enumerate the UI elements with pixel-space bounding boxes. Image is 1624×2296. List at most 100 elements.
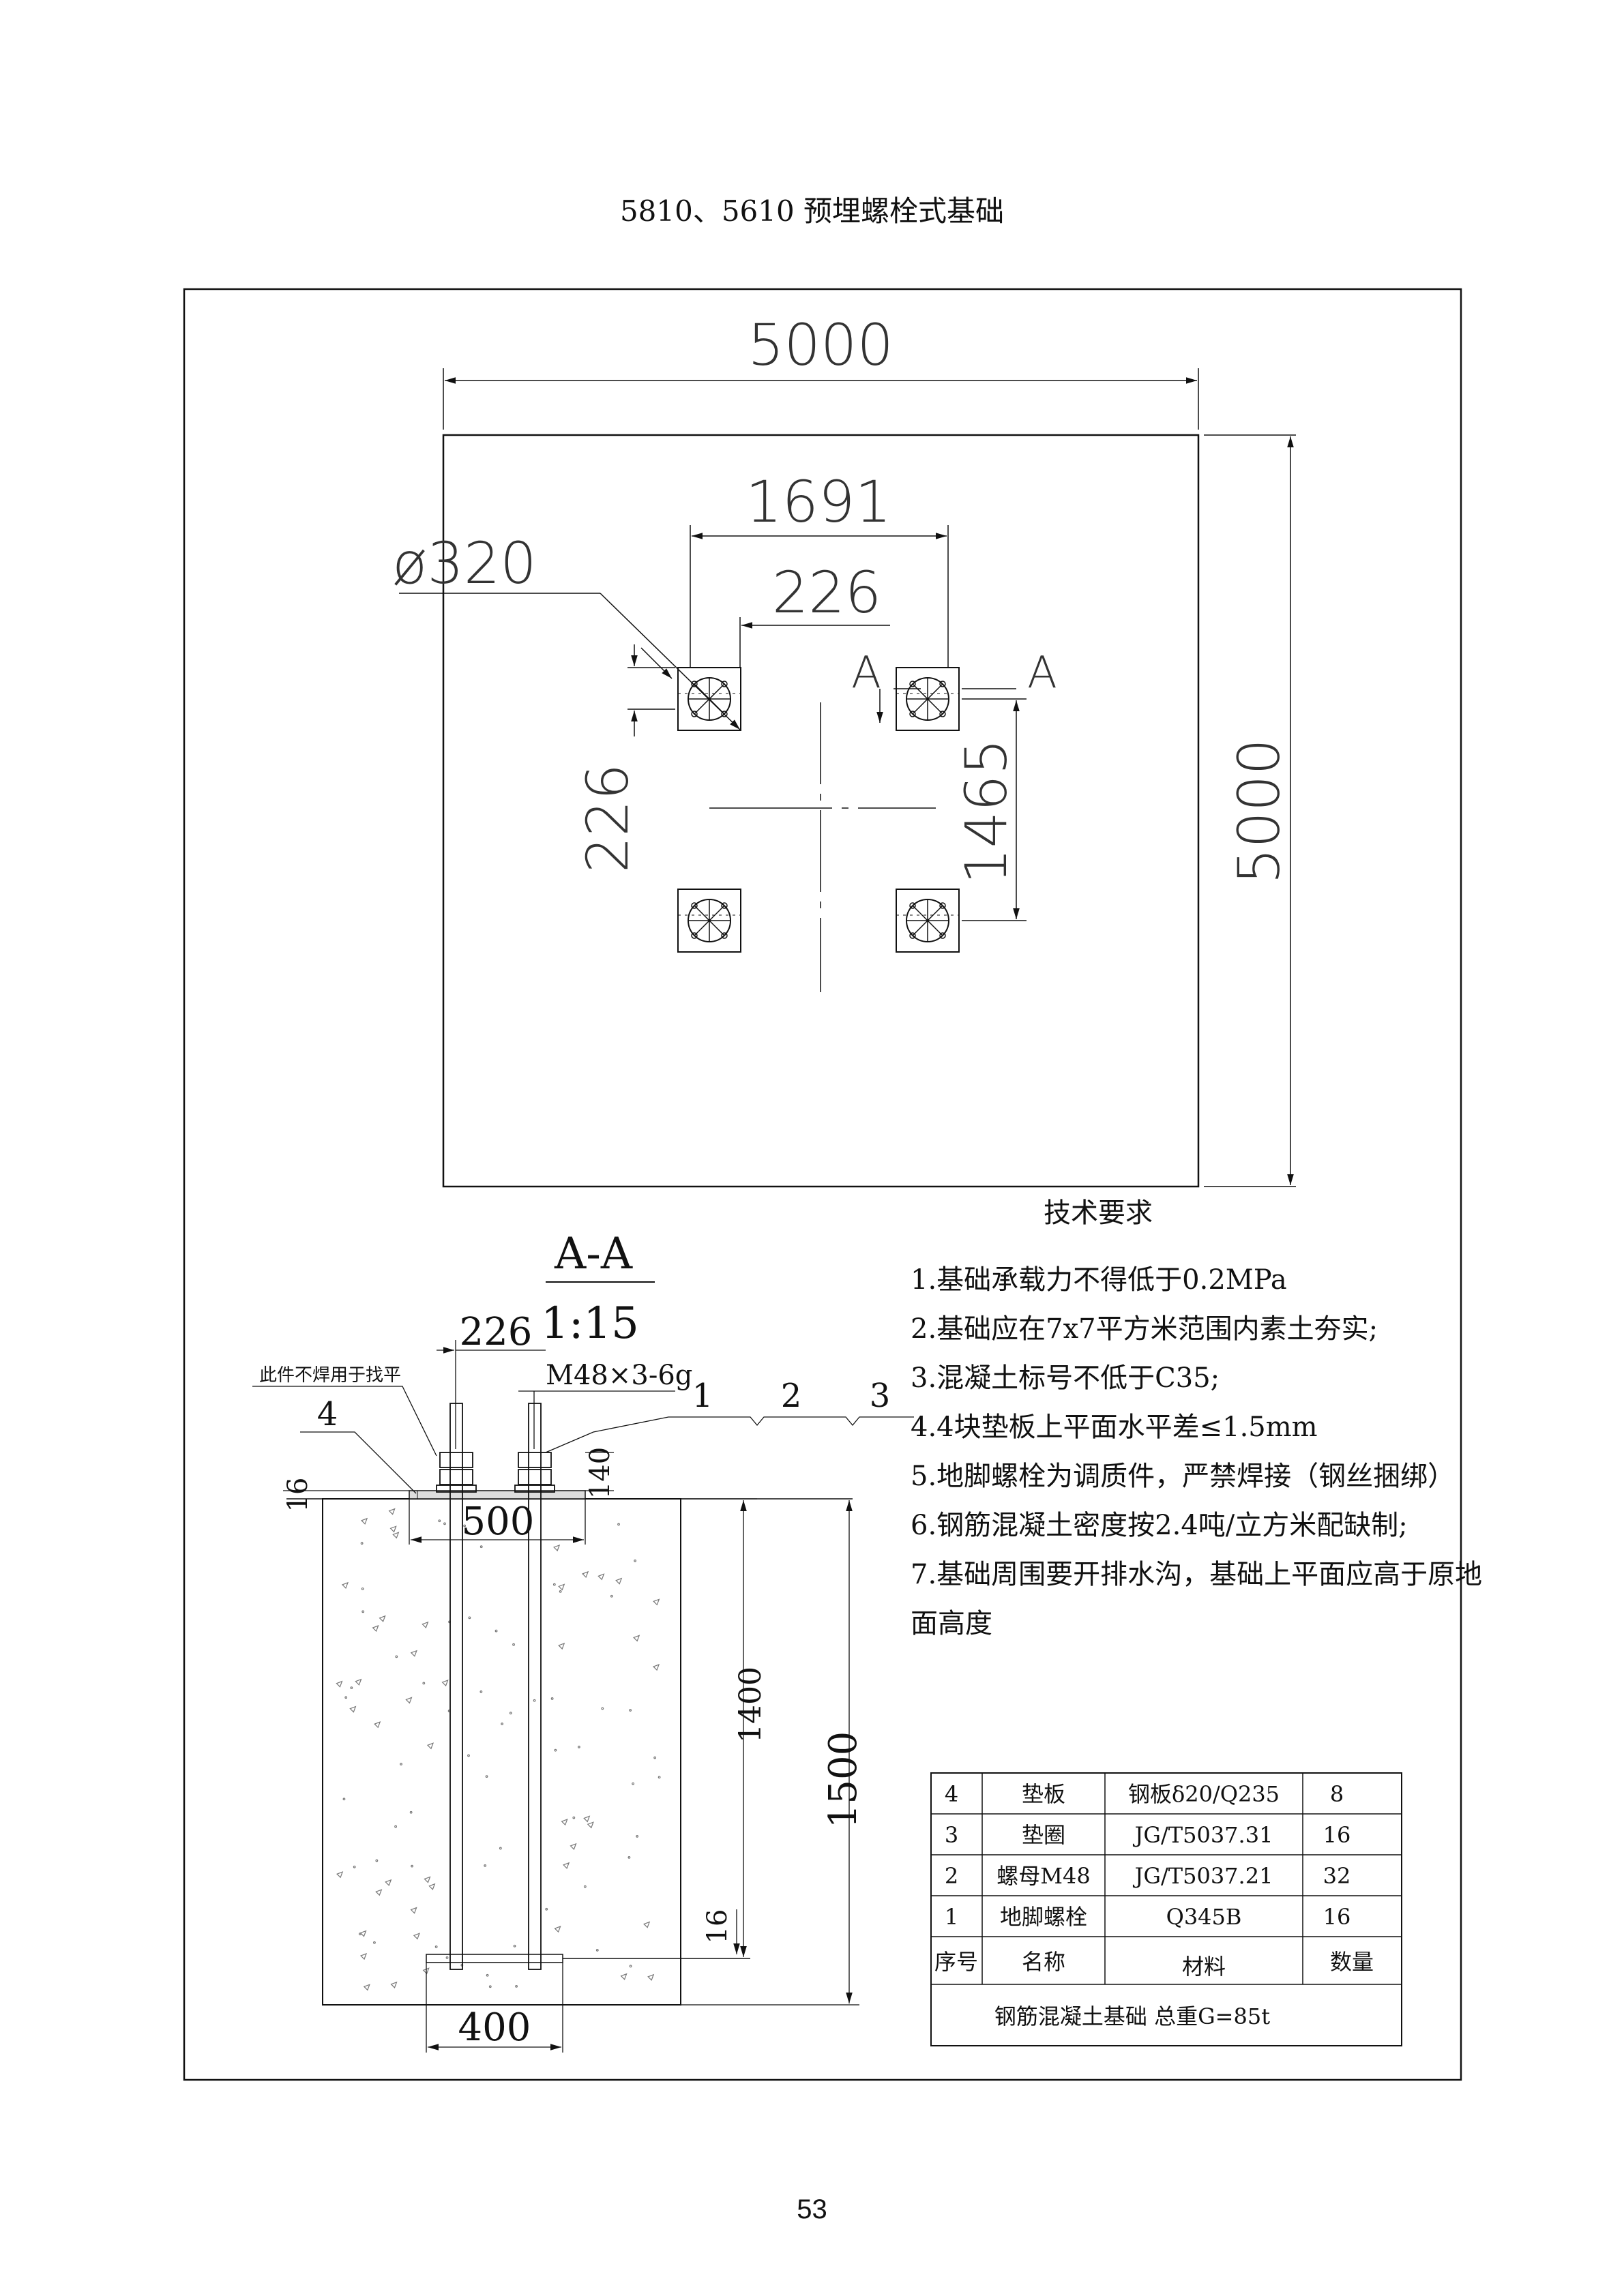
dim-400: 400 [458, 2006, 531, 2050]
concrete-dot [422, 1682, 426, 1685]
dim-16-top: 16 [282, 1478, 314, 1512]
concrete-dot [513, 1944, 516, 1948]
requirements-list: 1.基础承载力不得低于0.2MPa 2.基础应在7x7平方米范围内素土夯实; 3… [911, 1264, 1482, 1639]
anchor-bolt-left [436, 1403, 477, 1970]
concrete-dot [445, 1956, 449, 1959]
plan-view: 5000 5000 1691 226 ø320 226 [392, 312, 1296, 1188]
requirements-heading: 技术要求 [1044, 1197, 1153, 1229]
concrete-dot [353, 1865, 356, 1868]
dim-bolt-spacing: 1691 [745, 468, 891, 535]
concrete-dot [572, 1816, 576, 1819]
table-row-4-material: Q345B [1166, 1904, 1242, 1930]
concrete-dot [636, 1835, 639, 1838]
concrete-speckle [363, 1984, 370, 1991]
concrete-dot [373, 1941, 376, 1944]
section-scale: 1:15 [541, 1298, 639, 1349]
concrete-speckle [428, 1883, 436, 1890]
concrete-dot [494, 1629, 498, 1632]
table-row-3-no: 2 [945, 1863, 958, 1889]
concrete-speckle [359, 1930, 367, 1937]
concrete-speckle [336, 1680, 343, 1688]
concrete-dot [479, 1690, 483, 1693]
page-number: 53 [797, 2194, 827, 2224]
concrete-speckle [389, 1525, 397, 1533]
concrete-dot [610, 1594, 613, 1598]
concrete-dot [634, 1560, 637, 1562]
concrete-speckle [392, 1532, 400, 1539]
bolt-plate-bottom-right [896, 889, 960, 953]
dim-1400: 1400 [733, 1667, 768, 1743]
table-footer: 钢筋混凝土基础 总重G=85t [994, 2003, 1270, 2029]
concrete-dot [658, 1776, 661, 1779]
dim-plate-height: 226 [574, 764, 641, 873]
concrete-dot [395, 1655, 398, 1658]
concrete-dot [479, 1545, 483, 1549]
requirement-item-5: 5.地脚螺栓为调质件，严禁焊接（钢丝捆绑） [911, 1461, 1455, 1492]
concrete-dot [617, 1523, 620, 1526]
table-row-2-name: 垫圈 [1022, 1822, 1065, 1848]
concrete-speckle [615, 1577, 623, 1585]
concrete-speckle [336, 1871, 344, 1879]
concrete-speckle [375, 1889, 383, 1896]
concrete-speckle [561, 1819, 568, 1826]
table-row-1-material: 钢板δ20/Q235 [1128, 1781, 1280, 1807]
concrete-dot [499, 1847, 502, 1850]
dim-hole-diameter: ø320 [392, 530, 537, 597]
concrete-dot [577, 1746, 580, 1748]
concrete-speckle [410, 1650, 417, 1657]
concrete-speckle [385, 1879, 392, 1886]
concrete-dot [632, 1782, 635, 1785]
concrete-dot [550, 1697, 554, 1700]
concrete-dot [463, 1524, 467, 1527]
concrete-dot [434, 1945, 438, 1948]
concrete-speckle [355, 1678, 362, 1686]
requirement-item-2: 2.基础应在7x7平方米范围内素土夯实; [911, 1313, 1378, 1345]
callout-4: 4 [317, 1395, 338, 1433]
anchor-bolt-right [514, 1403, 555, 1970]
concrete-dot [583, 1885, 587, 1888]
requirement-item-4: 4.4块垫板上平面水平差≤1.5mm [911, 1412, 1318, 1443]
concrete-dot [468, 1616, 471, 1620]
table-header-name: 名称 [1022, 1949, 1065, 1975]
section-title: A-A [554, 1229, 633, 1279]
dim-overall-width: 5000 [748, 312, 894, 378]
concrete-speckle [652, 1664, 660, 1671]
concrete-dot [601, 1707, 604, 1710]
concrete-dot [360, 1542, 364, 1545]
concrete-speckle [413, 1933, 420, 1940]
table-row-2-qty: 16 [1323, 1822, 1351, 1848]
page-title: 5810、5610 预埋螺栓式基础 [619, 194, 1005, 228]
concrete-speckle [349, 1705, 357, 1713]
concrete-dot [438, 1519, 441, 1523]
dim-1500: 1500 [821, 1731, 866, 1829]
concrete-dot [595, 1949, 599, 1952]
concrete-speckle [390, 1981, 398, 1988]
concrete-speckle [359, 1952, 368, 1960]
concrete-dot [358, 1933, 361, 1936]
concrete-dot [484, 1864, 487, 1867]
concrete-speckle [582, 1570, 589, 1579]
concrete-dot [361, 1610, 365, 1613]
concrete-speckle [360, 1517, 368, 1525]
concrete-speckle [374, 1721, 381, 1729]
bolt-plate-bottom-left [677, 889, 741, 953]
concrete-dot [559, 1590, 562, 1593]
concrete-speckle [441, 1680, 449, 1687]
table-row-1-name: 垫板 [1022, 1781, 1065, 1807]
concrete-dot [443, 1522, 446, 1525]
callout-1: 1 [692, 1377, 713, 1415]
concrete-dot [394, 1825, 398, 1828]
callout-2: 2 [781, 1377, 802, 1415]
concrete-speckle [553, 1544, 561, 1552]
dim-226-section: 226 [460, 1310, 533, 1354]
section-view: A-A 1:15 226 [252, 1229, 914, 2053]
table-row-3-qty: 32 [1323, 1863, 1351, 1889]
concrete-dot [485, 1775, 488, 1778]
table-row-4-name: 地脚螺栓 [1000, 1904, 1087, 1930]
callout-3: 3 [870, 1377, 891, 1415]
concrete-speckle [379, 1615, 386, 1622]
concrete-speckle [647, 1973, 655, 1981]
concrete-hatch [336, 1508, 661, 1991]
requirement-item-3: 3.混凝土标号不低于C35; [911, 1362, 1220, 1394]
requirement-item-1: 1.基础承载力不得低于0.2MPa [911, 1264, 1287, 1296]
